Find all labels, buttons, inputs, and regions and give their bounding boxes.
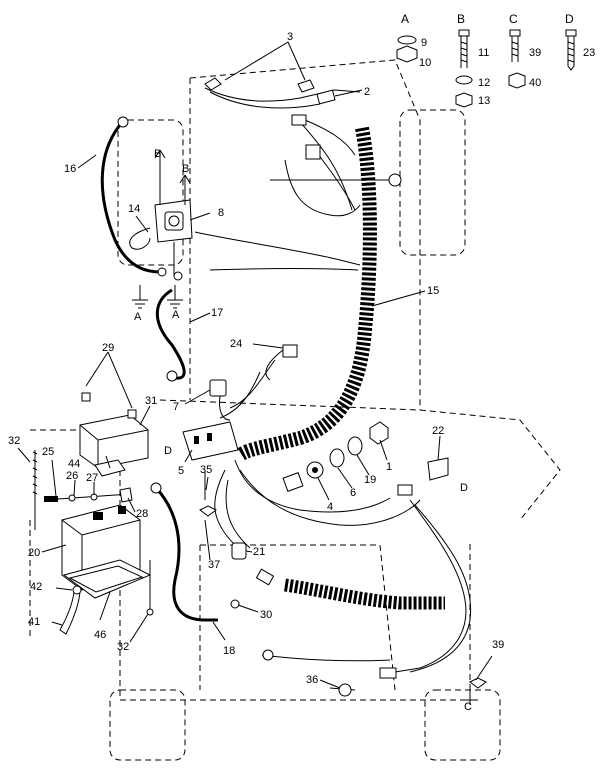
- callout-26: 26: [66, 470, 78, 482]
- part-40-label: 40: [529, 77, 541, 89]
- callout-44: 44: [68, 458, 80, 470]
- callout-14: 14: [128, 203, 140, 215]
- part-11-label: 11: [478, 47, 489, 59]
- callout-21: 21: [253, 546, 265, 558]
- callout-37: 37: [208, 559, 220, 571]
- part-14: [129, 227, 151, 250]
- callout-7: 7: [173, 401, 179, 413]
- ref-a-label: A: [172, 309, 180, 321]
- group-d-letter: D: [565, 12, 574, 26]
- group-a-letter: A: [401, 12, 409, 26]
- main-conduit: [235, 126, 377, 462]
- part-23-label: 23: [583, 47, 595, 59]
- group-c-letter: C: [509, 12, 518, 26]
- callout-30: 30: [260, 609, 272, 621]
- cable-17: [155, 288, 186, 382]
- ref-d-label: D: [164, 445, 172, 457]
- screw-icon: [127, 409, 137, 419]
- callout-5: 5: [178, 465, 184, 477]
- part-13-label: 13: [478, 95, 490, 107]
- washer-icon: [397, 35, 417, 45]
- callout-8: 8: [218, 207, 224, 219]
- chassis-outline: [29, 59, 561, 761]
- callout-16: 16: [64, 163, 76, 175]
- reference-letters: A A B B C D D: [134, 148, 472, 713]
- ref-a-label: A: [134, 311, 142, 323]
- starter-solenoid: [154, 150, 193, 281]
- ref-d-label: D: [460, 482, 468, 494]
- callout-31: 31: [145, 395, 157, 407]
- part-9-label: 9: [421, 37, 427, 49]
- callout-25: 25: [42, 446, 54, 458]
- group-b-letter: B: [457, 12, 465, 26]
- callout-2: 2: [364, 86, 370, 98]
- callout-46: 46: [94, 629, 106, 641]
- callout-36: 36: [306, 674, 318, 686]
- callout-20: 20: [28, 547, 40, 559]
- ref-b-label: B: [182, 163, 189, 175]
- nut-icon: [396, 45, 418, 63]
- part-12-label: 12: [478, 77, 490, 89]
- callout-4: 4: [327, 501, 333, 513]
- ref-c-label: C: [464, 701, 472, 713]
- callout-1: 1: [386, 461, 392, 473]
- callout-19: 19: [364, 474, 376, 486]
- callout-15: 15: [427, 285, 439, 297]
- flange-nut-icon: [508, 72, 526, 89]
- callout-32: 32: [117, 641, 129, 653]
- callout-numbers: 1 2 3 4 5 6 7 8 14 15 16 17 18 19 20 21 …: [8, 31, 504, 686]
- callout-39: 39: [492, 639, 504, 651]
- callout-18: 18: [223, 645, 235, 657]
- lock-washer-icon: [455, 75, 473, 85]
- wire-harness: [194, 87, 472, 673]
- callout-6: 6: [350, 487, 356, 499]
- callout-35: 35: [200, 464, 212, 476]
- ref-b-label: B: [154, 148, 161, 160]
- callout-41: 41: [28, 616, 40, 628]
- ground-symbols: [132, 149, 478, 705]
- screw-icon: [81, 392, 91, 402]
- callout-29: 29: [102, 342, 114, 354]
- part-10-label: 10: [419, 57, 431, 69]
- cable-16: [100, 116, 167, 277]
- hex-nut-icon: [455, 92, 473, 108]
- callout-42: 42: [30, 581, 42, 593]
- callout-32: 32: [8, 435, 20, 447]
- components: [182, 77, 487, 697]
- callout-24: 24: [230, 338, 242, 350]
- hardware-legend: A 9 10 B 11 12 13 C 39 40 D 23: [396, 12, 595, 108]
- cable-18: [150, 482, 218, 622]
- lower-conduit: [284, 578, 445, 610]
- bolt-head-icon: [458, 29, 470, 37]
- callout-17: 17: [211, 307, 223, 319]
- battery-assembly: [32, 392, 154, 635]
- callout-28: 28: [136, 508, 148, 520]
- callout-22: 22: [432, 425, 444, 437]
- callout-27: 27: [86, 472, 98, 484]
- callout-3: 3: [287, 31, 293, 43]
- callout-leaders: [17, 41, 493, 689]
- part-39-label: 39: [529, 47, 541, 59]
